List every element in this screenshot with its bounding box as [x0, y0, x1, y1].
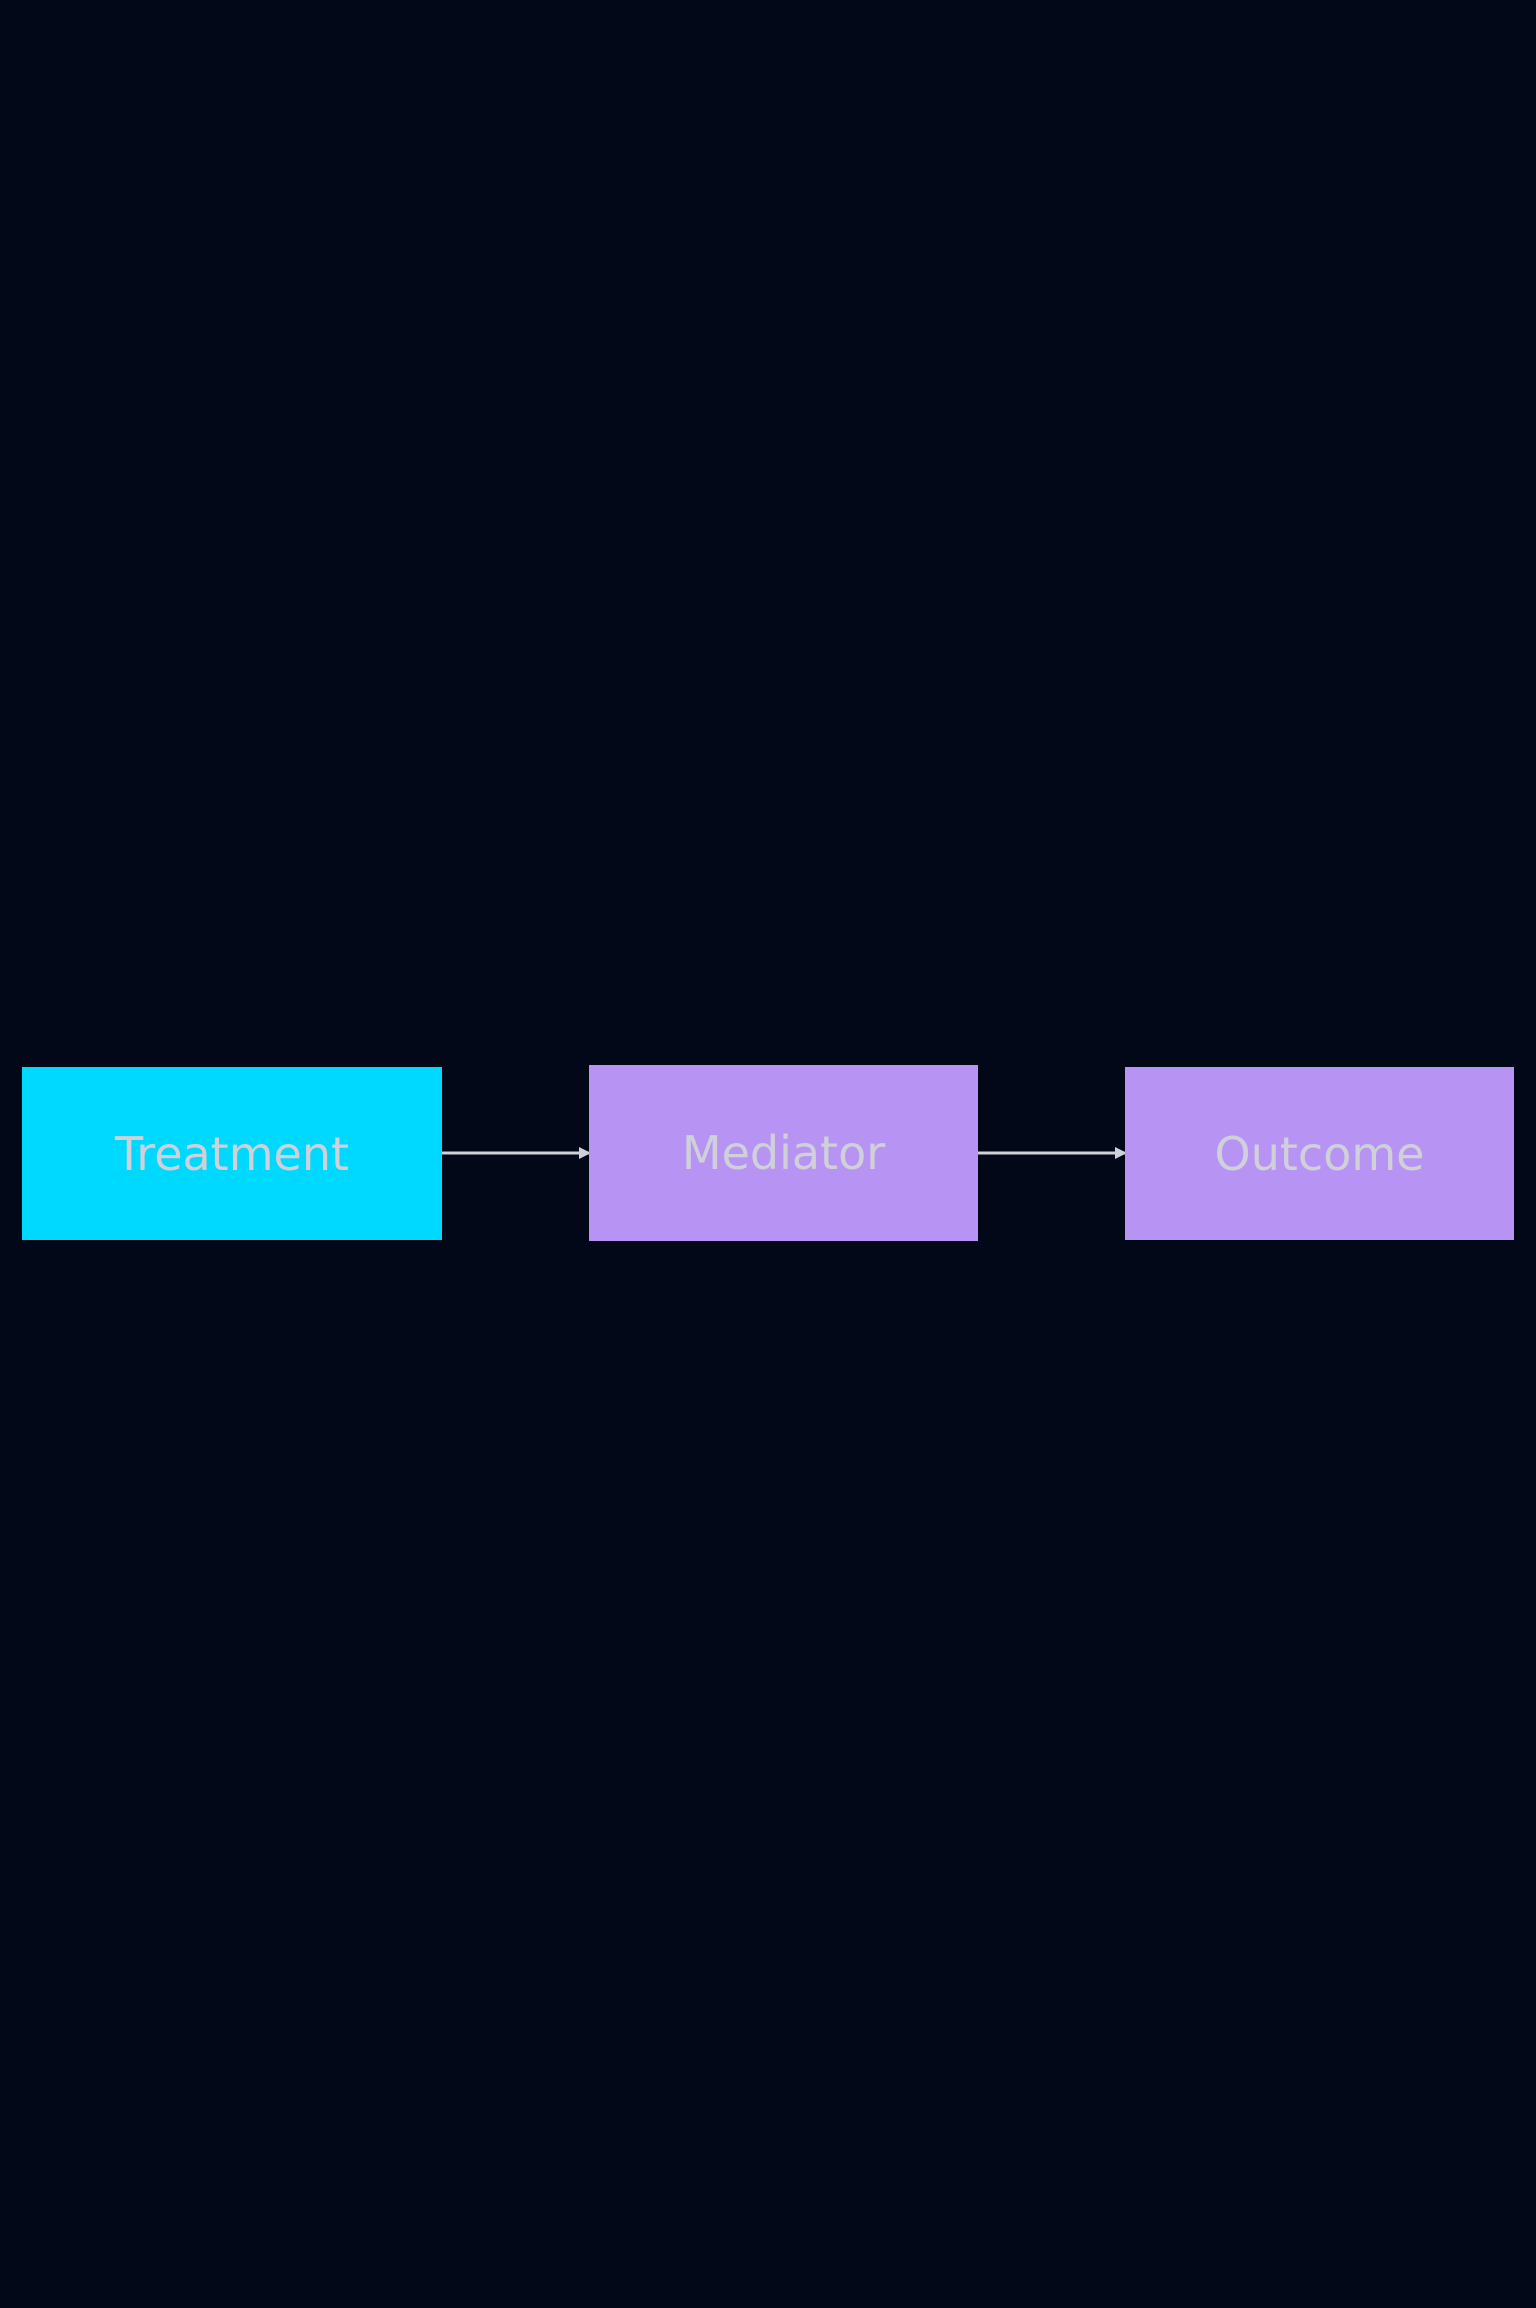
node-treatment: Treatment: [22, 1067, 442, 1240]
node-label-treatment: Treatment: [114, 1126, 350, 1181]
node-label-mediator: Mediator: [681, 1126, 886, 1180]
node-outcome: Outcome: [1125, 1067, 1514, 1240]
node-label-outcome: Outcome: [1214, 1126, 1425, 1181]
node-mediator: Mediator: [589, 1065, 978, 1241]
